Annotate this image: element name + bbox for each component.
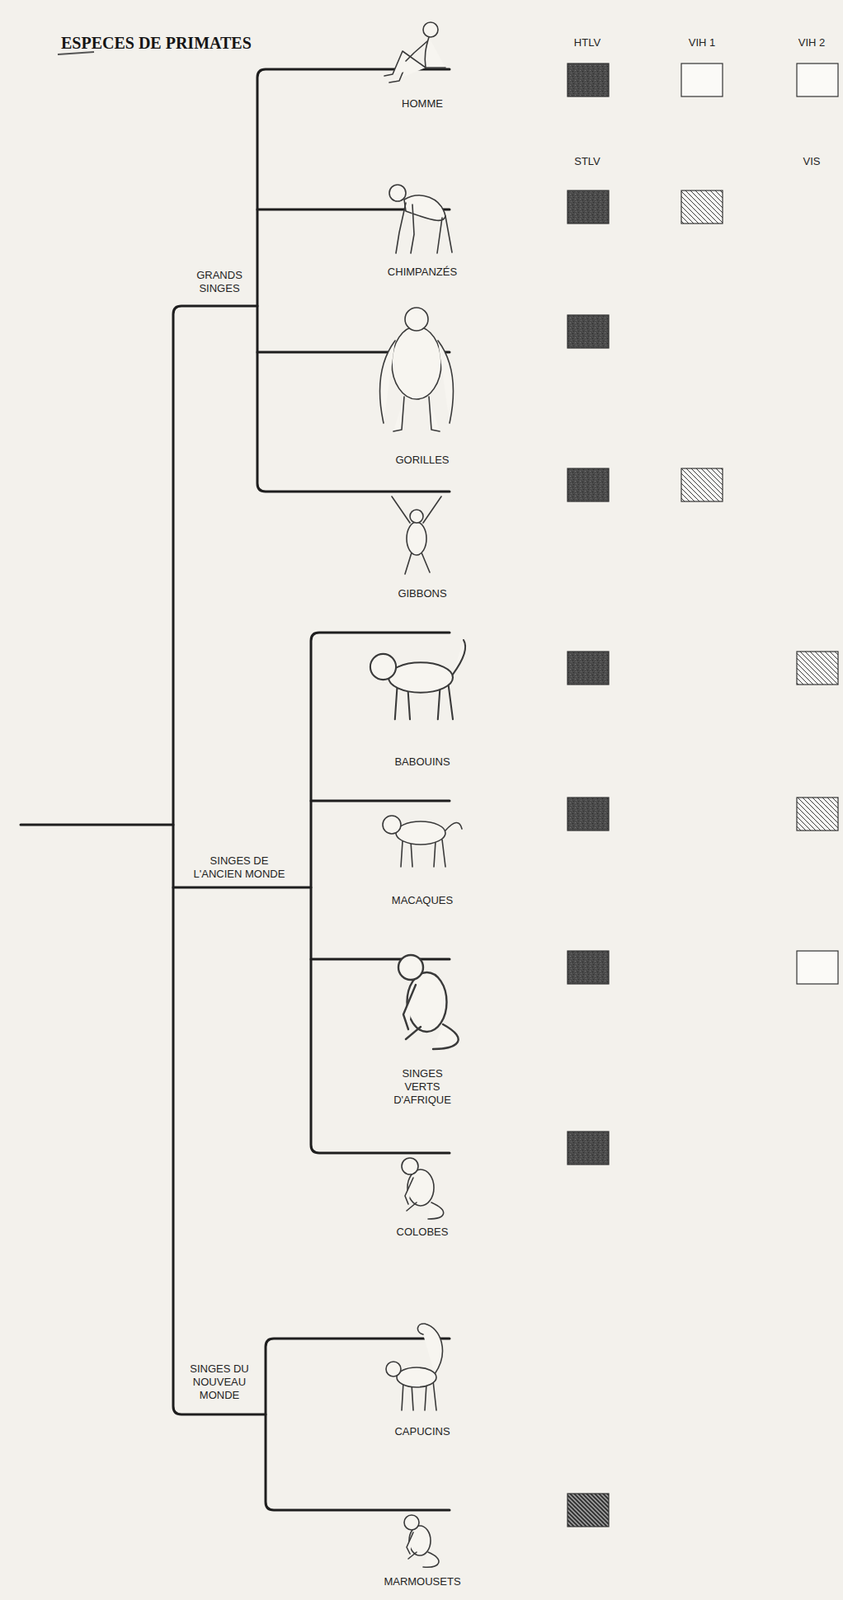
column-header: VIH 2 <box>786 36 837 50</box>
species-name: GIBBONS <box>364 587 481 601</box>
tree-branches <box>20 69 450 1511</box>
group-name: SINGES DE L'ANCIEN MONDE <box>185 854 293 881</box>
species-name: MARMOUSETS <box>364 1575 481 1589</box>
green-monkey-figure <box>398 955 459 1050</box>
colobus-figure <box>401 1158 444 1220</box>
virus-squares <box>567 63 839 1527</box>
macaque-figure <box>382 815 462 867</box>
gorilla-figure <box>379 307 453 432</box>
species-name: MACAQUES <box>364 894 481 908</box>
column-header: VIH 1 <box>668 36 735 50</box>
group-name: SINGES DU NOUVEAU MONDE <box>183 1362 256 1403</box>
species-name: GORILLES <box>364 453 481 467</box>
baboon-figure <box>370 640 466 720</box>
diagram-title: ESPECES DE PRIMATES <box>61 32 252 53</box>
human-figure <box>384 22 446 83</box>
species-name: CAPUCINS <box>364 1425 481 1439</box>
chimpanzee-figure <box>389 184 453 254</box>
species-name: SINGES VERTS D'AFRIQUE <box>387 1067 457 1107</box>
species-name: HOMME <box>364 97 481 111</box>
species-name: BABOUINS <box>364 755 481 769</box>
species-name: COLOBES <box>364 1225 481 1239</box>
column-header: HTLV <box>554 36 621 50</box>
group-name: GRANDS SINGES <box>190 268 249 296</box>
marmoset-figure <box>404 1515 439 1568</box>
column-header: VIS <box>786 155 837 169</box>
column-header: STLV <box>554 155 621 169</box>
species-name: CHIMPANZÉS <box>364 265 481 279</box>
gibbon-figure <box>391 496 442 575</box>
capuchin-figure <box>386 1323 443 1411</box>
title-stroke <box>57 51 95 55</box>
